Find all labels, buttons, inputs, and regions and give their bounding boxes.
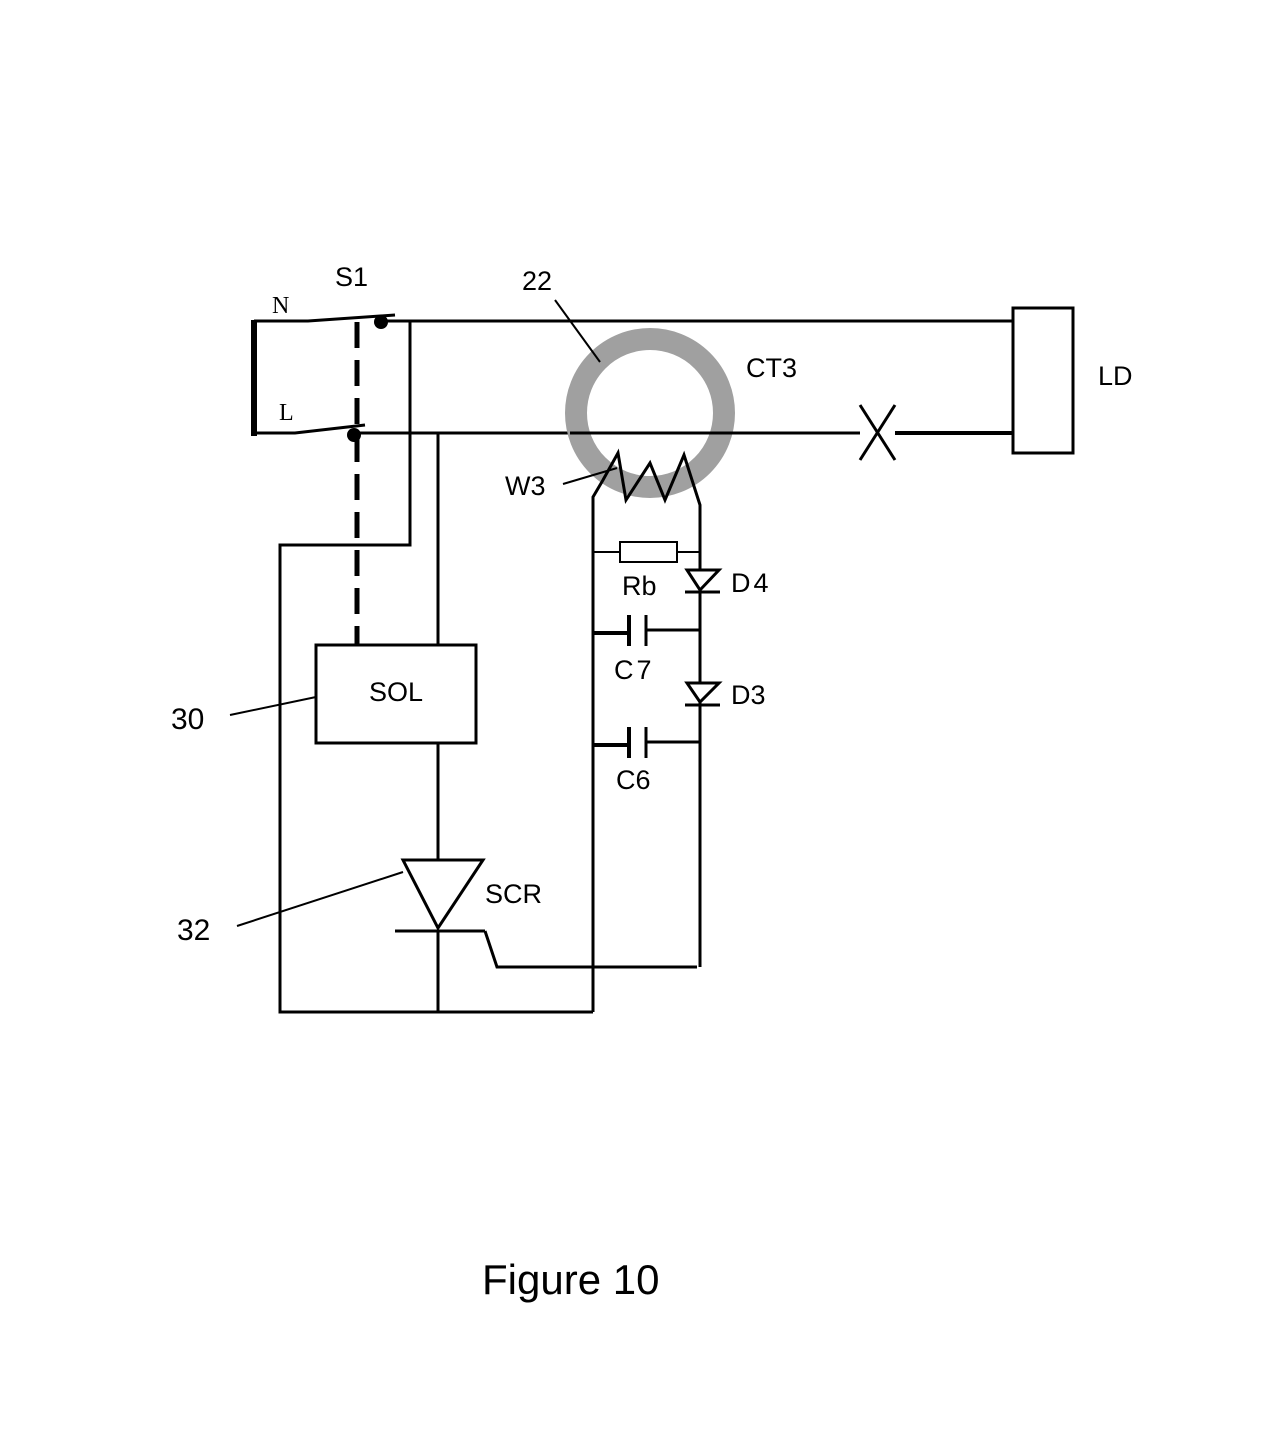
label-d3: D3 [731, 680, 766, 710]
label-c7: C7 [614, 655, 655, 685]
load-box [1013, 308, 1073, 453]
label-30: 30 [171, 703, 204, 736]
label-ld: LD [1098, 361, 1133, 391]
label-scr: SCR [485, 879, 542, 909]
capacitor-c6 [593, 727, 700, 758]
figure-caption: Figure 10 [482, 1256, 659, 1303]
label-s1: S1 [335, 262, 368, 292]
label-sol: SOL [369, 677, 423, 707]
label-rb: Rb [622, 571, 657, 601]
diode-d4 [685, 570, 720, 592]
label-l: L [279, 400, 294, 426]
resistor-rb [593, 542, 700, 562]
label-ct3: CT3 [746, 353, 797, 383]
neutral-conductor [254, 315, 1013, 329]
leader-32 [237, 872, 403, 926]
label-n: N [272, 293, 289, 319]
break-mark [860, 405, 895, 460]
label-d4: D4 [731, 568, 772, 598]
diode-d3 [685, 683, 720, 705]
label-w3: W3 [505, 471, 546, 501]
leader-30 [230, 697, 316, 715]
label-22: 22 [522, 266, 552, 296]
capacitor-c7 [593, 615, 700, 646]
label-c6: C6 [616, 765, 651, 795]
label-32: 32 [177, 914, 210, 947]
scr-symbol [395, 860, 697, 1012]
leader-22 [555, 300, 600, 362]
